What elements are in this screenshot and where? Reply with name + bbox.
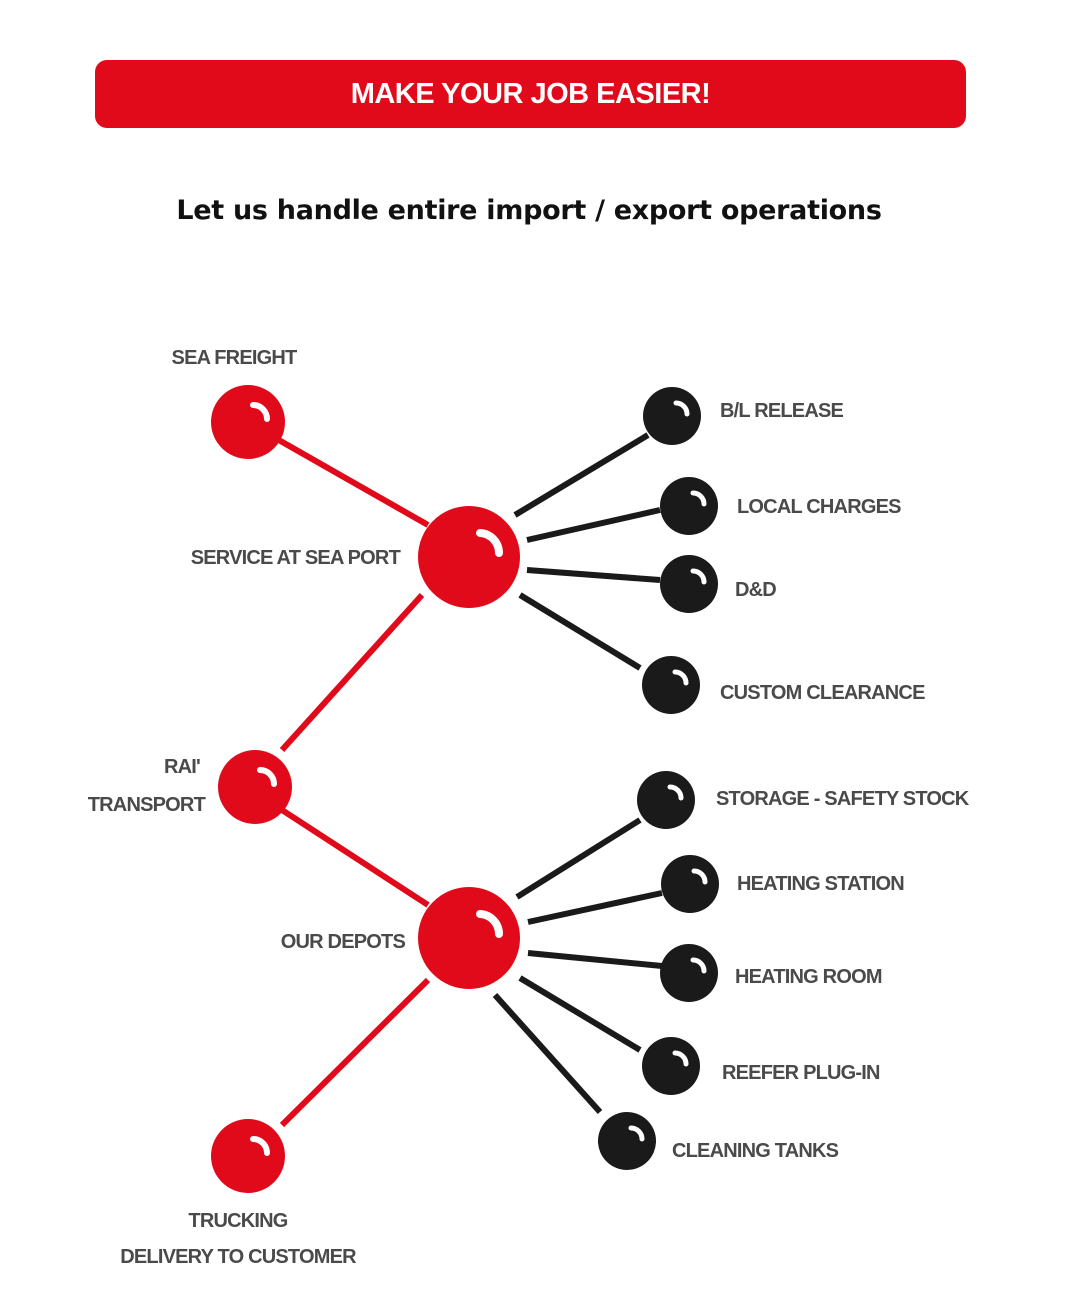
connector-depots-cleaning [492, 992, 603, 1115]
header-banner: MAKE YOUR JOB EASIER! [95, 60, 966, 128]
label-reefer-plug-in: REEFER PLUG-IN [722, 1062, 881, 1084]
node-bl-release [643, 387, 701, 445]
label-storage: STORAGE - SAFETY STOCK [716, 788, 969, 810]
connector-depots-reefer [518, 975, 642, 1053]
label-rail-line1: RAI' [164, 756, 201, 778]
label-trucking-line1: TRUCKING [188, 1210, 288, 1232]
connector-depots-heatingroom [527, 950, 663, 969]
label-service-sea-port: SERVICE AT SEA PORT [190, 547, 401, 569]
label-dd: D&D [735, 579, 777, 601]
label-trucking-line2: DELIVERY TO CUSTOMER [120, 1246, 356, 1268]
label-cleaning-tanks: CLEANING TANKS [672, 1140, 839, 1162]
node-local-charges [660, 477, 718, 535]
node-trucking [211, 1119, 285, 1193]
banner-title: MAKE YOUR JOB EASIER! [350, 77, 711, 110]
node-heating-station [661, 855, 719, 913]
connectors [268, 432, 663, 1128]
node-sea-freight [211, 385, 285, 459]
connector-seafreight-seaport [268, 432, 430, 528]
label-bl-release: B/L RELEASE [720, 400, 844, 422]
node-service-sea-port [418, 506, 520, 608]
node-dd [660, 555, 718, 613]
connector-seaport-rail [279, 592, 425, 753]
node-rail-transport [218, 750, 292, 824]
label-heating-room: HEATING ROOM [735, 966, 883, 988]
connector-rail-depots [280, 807, 430, 908]
node-custom-clearance [642, 656, 700, 714]
label-our-depots: OUR DEPOTS [280, 931, 406, 953]
connector-seaport-localcharges [526, 507, 661, 543]
node-storage [637, 771, 695, 829]
nodes [211, 385, 719, 1193]
connector-depots-storage [515, 817, 642, 900]
connector-depots-trucking [279, 977, 431, 1128]
node-cleaning-tanks [598, 1112, 656, 1170]
label-sea-freight: SEA FREIGHT [171, 347, 298, 369]
node-reefer-plug-in [642, 1037, 700, 1095]
label-local-charges: LOCAL CHARGES [737, 496, 901, 518]
label-heating-station: HEATING STATION [737, 873, 905, 895]
page-subtitle: Let us handle entire import / export ope… [176, 195, 882, 226]
label-custom-clearance: CUSTOM CLEARANCE [720, 682, 925, 704]
connector-seaport-dd [526, 567, 661, 583]
connector-depots-heatingstation [527, 890, 663, 925]
label-rail-line2: TRANSPORT [87, 794, 206, 816]
node-our-depots [418, 887, 520, 989]
connector-seaport-custom [518, 592, 642, 671]
connector-seaport-bl [513, 432, 650, 518]
node-heating-room [660, 944, 718, 1002]
